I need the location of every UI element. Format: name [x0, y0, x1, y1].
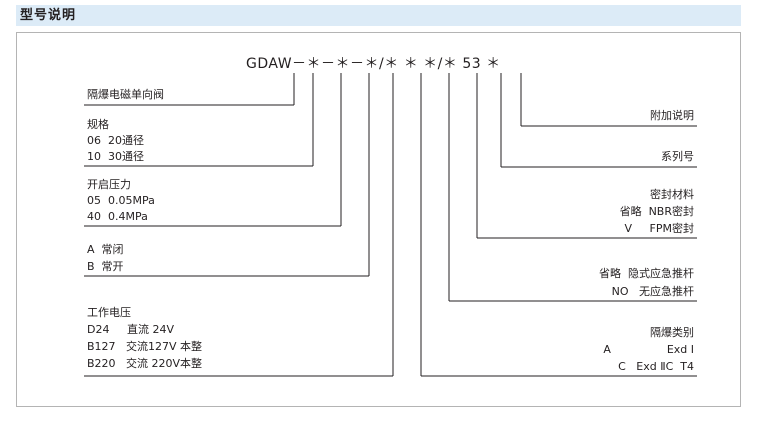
section-title: 型号说明	[20, 8, 77, 23]
section-header-bar	[16, 5, 741, 26]
seal-title: 密封材料	[650, 188, 694, 201]
pressure-option-1: 05 0.05MPa	[87, 194, 155, 207]
voltage-title: 工作电压	[87, 306, 131, 319]
state-option-2: B 常开	[87, 260, 124, 273]
extra-label: 附加说明	[650, 109, 694, 122]
spec-option-1: 06 20通径	[87, 134, 144, 147]
push-option-1: 省略 隐式应急推杆	[599, 267, 694, 280]
series-label: 系列号	[661, 150, 694, 163]
voltage-option-2: B127 交流127V 本整	[87, 340, 203, 353]
spec-title: 规格	[87, 118, 109, 131]
ex-option-2: C Exd ⅡC T4	[618, 360, 694, 373]
state-option-1: A 常闭	[87, 243, 124, 256]
model-code: GDAW－＊－＊－＊/＊ ＊ ＊/＊ 53 ＊	[246, 56, 501, 72]
ex-option-1: A Exd Ⅰ	[603, 343, 694, 356]
seal-option-1: 省略 NBR密封	[619, 205, 694, 218]
voltage-option-3: B220 交流 220V本整	[87, 357, 203, 370]
ex-title: 隔爆类别	[650, 326, 694, 339]
push-option-2: NO 无应急推杆	[611, 285, 694, 298]
spec-option-2: 10 30通径	[87, 150, 144, 163]
voltage-option-1: D24 直流 24V	[87, 323, 174, 336]
product-label: 隔爆电磁单向阀	[87, 88, 164, 101]
content-frame	[16, 32, 741, 407]
pressure-title: 开启压力	[87, 178, 131, 191]
pressure-option-2: 40 0.4MPa	[87, 210, 148, 223]
seal-option-2: V FPM密封	[624, 222, 694, 235]
